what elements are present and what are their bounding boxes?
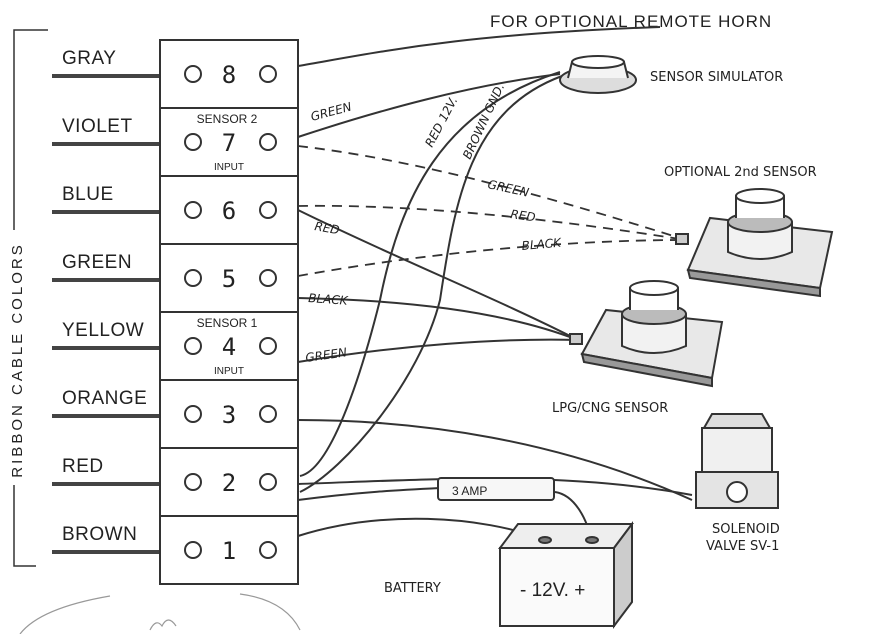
wire-green-simulator	[297, 73, 561, 138]
wire-red-s2	[297, 204, 687, 241]
wire-label-red-s1: RED	[313, 219, 340, 237]
wire-label-black-s2: BLACK	[521, 236, 563, 253]
terminal-number: 1	[222, 537, 236, 565]
dashed-wires	[297, 145, 687, 277]
wire-label-red-s2: RED	[510, 207, 537, 224]
wire-brown-gnd	[299, 75, 563, 493]
terminal-screw-left	[184, 541, 202, 559]
terminal-screw-right	[259, 201, 277, 219]
terminal-8: 8	[159, 39, 299, 109]
ribbon-wire	[52, 482, 160, 486]
fuse-label: 3 AMP	[452, 484, 487, 498]
sensor-simulator-label: SENSOR SIMULATOR	[650, 70, 783, 85]
wire-green-s1	[297, 338, 579, 363]
terminal-screw-left	[184, 201, 202, 219]
optional-sensor-icon	[675, 188, 834, 298]
terminal-4: 4 SENSOR 1 INPUT	[159, 311, 299, 381]
terminal-screw-left	[184, 405, 202, 423]
remote-horn-label: FOR OPTIONAL REMOTE HORN	[490, 12, 772, 31]
ribbon-wire	[52, 414, 160, 418]
stamp-mark	[19, 593, 301, 635]
ribbon-color-label: VIOLET	[62, 116, 133, 137]
solenoid-valve-icon	[695, 413, 779, 509]
terminal-screw-left	[184, 269, 202, 287]
terminal-sensor-label: SENSOR 2	[197, 112, 258, 126]
wire-red-12v	[299, 71, 561, 477]
terminal-screw-right	[259, 405, 277, 423]
terminal-2: 2	[159, 447, 299, 517]
lpg-sensor-icon	[569, 280, 724, 388]
terminal-sensor-label: SENSOR 1	[197, 316, 258, 330]
wire-label-green-top: GREEN	[309, 100, 353, 124]
terminal-screw-right	[259, 65, 277, 83]
ribbon-wire	[52, 210, 160, 214]
terminal-number: 7	[222, 129, 236, 157]
wire-green-s2	[297, 145, 687, 241]
ribbon-color-label: YELLOW	[62, 320, 144, 341]
lpg-sensor-label: LPG/CNG SENSOR	[552, 401, 668, 416]
ribbon-wire	[52, 550, 160, 554]
solenoid-label-line1: SOLENOID	[712, 522, 780, 537]
wire-orange-solenoid	[297, 419, 693, 501]
wire-label-brown-gnd: BROWN GND.	[460, 81, 507, 161]
terminal-number: 8	[222, 61, 236, 89]
wire-label-black-s1: BLACK	[308, 291, 349, 308]
terminal-input-label: INPUT	[214, 162, 244, 173]
terminal-7: 7 SENSOR 2 INPUT	[159, 107, 299, 177]
terminal-3: 3	[159, 379, 299, 449]
ribbon-wire	[52, 74, 160, 78]
terminal-screw-right	[259, 337, 277, 355]
ribbon-cable: GRAY VIOLET BLUE GREEN YELLOW ORANGE RED BROWN	[52, 48, 160, 554]
ribbon-color-label: ORANGE	[62, 388, 147, 409]
battery-icon	[498, 521, 634, 629]
terminal-number: 5	[222, 265, 236, 293]
ribbon-color-label: GRAY	[62, 48, 116, 69]
ribbon-wire	[52, 346, 160, 350]
terminal-screw-left	[184, 133, 202, 151]
wire-black-s1	[297, 297, 579, 341]
terminal-input-label: INPUT	[214, 366, 244, 377]
sensor-simulator	[559, 55, 637, 94]
terminal-1: 1	[159, 515, 299, 585]
ribbon-color-label: GREEN	[62, 252, 132, 273]
fuse-icon	[437, 477, 555, 501]
terminal-number: 6	[222, 197, 236, 225]
wire-label-green-s1: GREEN	[304, 345, 347, 365]
ribbon-cable-label: RIBBON CABLE COLORS	[9, 242, 26, 477]
terminal-screw-left	[184, 473, 202, 491]
ribbon-color-label: BROWN	[62, 524, 137, 545]
terminal-screw-left	[184, 337, 202, 355]
wire-black-s2	[297, 239, 687, 277]
battery-face-label: - 12V. +	[520, 580, 585, 601]
wire-fuse-left	[297, 487, 441, 501]
terminal-screw-right	[259, 133, 277, 151]
battery-label: BATTERY	[384, 581, 441, 596]
terminal-6: 6	[159, 175, 299, 245]
ribbon-color-label: BLUE	[62, 184, 114, 205]
wire-label-red-12v: RED 12V.	[422, 94, 460, 149]
wire-remote-horn	[297, 26, 661, 67]
terminal-screw-left	[184, 65, 202, 83]
terminal-number: 3	[222, 401, 236, 429]
terminal-strip: 8 7 SENSOR 2 INPUT 6 5 4 SENSOR 1 INPUT 3 2 1	[159, 39, 299, 585]
ribbon-wire	[52, 278, 160, 282]
ribbon-color-label: RED	[62, 456, 104, 477]
terminal-screw-right	[259, 473, 277, 491]
ribbon-wire	[52, 142, 160, 146]
ribbon-bracket	[13, 29, 48, 567]
terminal-screw-right	[259, 269, 277, 287]
optional-sensor-label: OPTIONAL 2nd SENSOR	[664, 165, 817, 180]
terminal-screw-right	[259, 541, 277, 559]
terminal-5: 5	[159, 243, 299, 313]
solenoid-label-line2: VALVE SV-1	[706, 539, 779, 554]
wire-red-s1	[297, 209, 579, 341]
terminal-number: 2	[222, 469, 236, 497]
wire-label-green-s2: GREEN	[486, 177, 530, 199]
terminal-number: 4	[222, 333, 236, 361]
